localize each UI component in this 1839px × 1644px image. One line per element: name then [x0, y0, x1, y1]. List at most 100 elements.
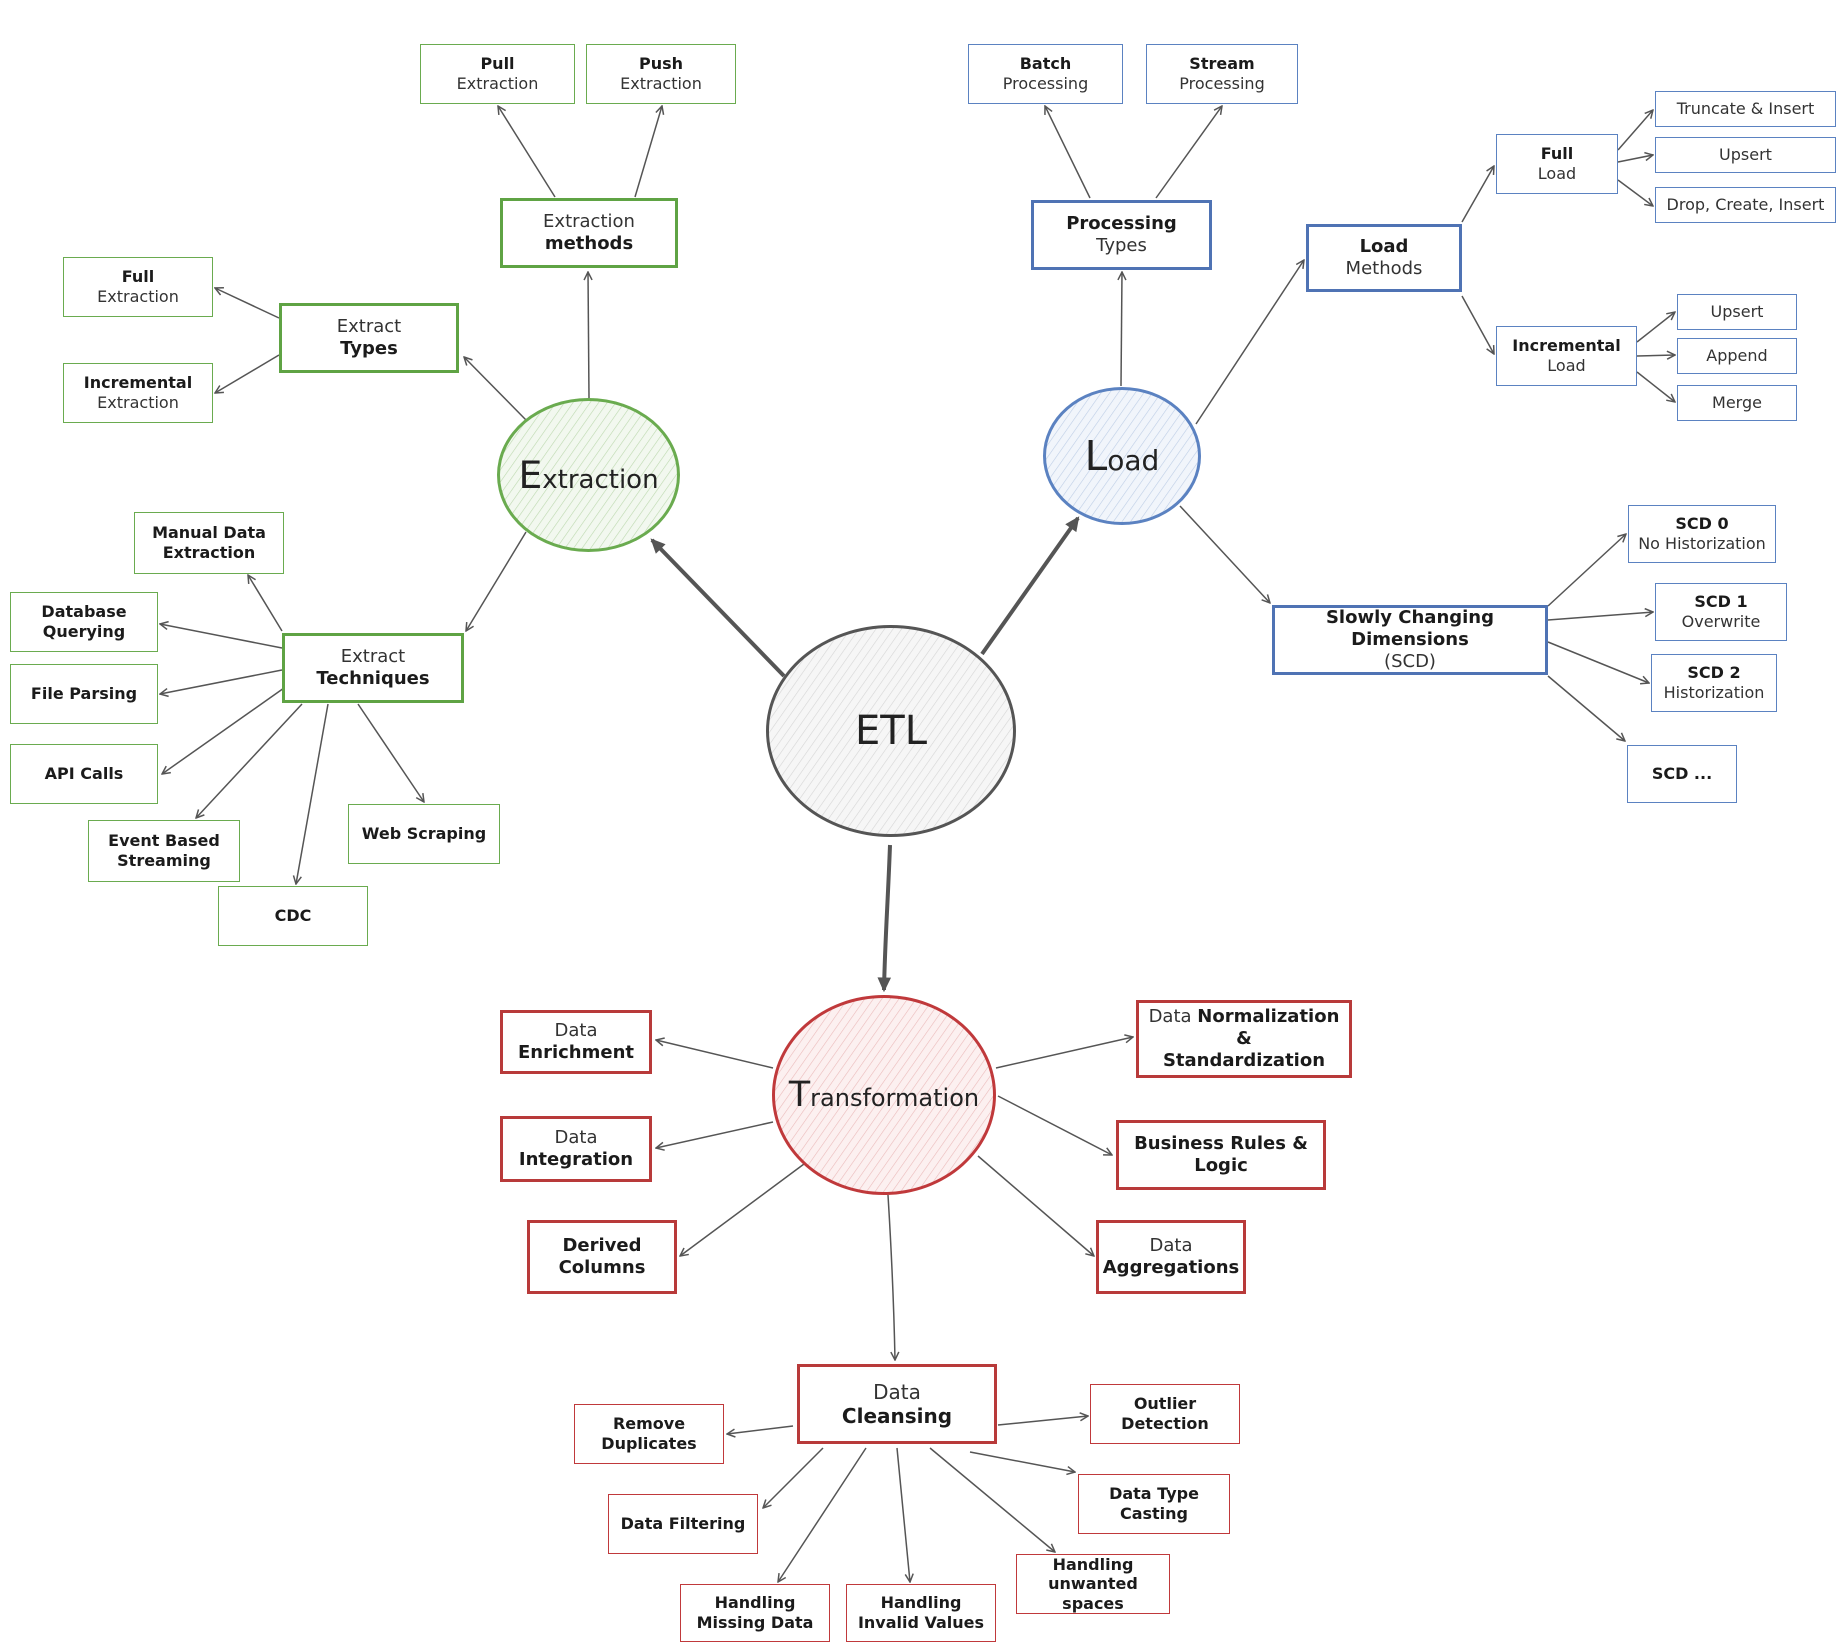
- edge-full-upsert: [1617, 155, 1653, 163]
- api-calls-node[interactable]: API Calls: [10, 744, 158, 804]
- handling-unwanted-spaces-node[interactable]: Handling unwanted spaces: [1016, 1554, 1170, 1614]
- scd0-node[interactable]: SCD 0 No Historization: [1628, 505, 1776, 563]
- edge-cleansing-outlier: [997, 1416, 1088, 1426]
- edge-inc-merge: [1636, 371, 1675, 402]
- edge-tech-file: [160, 669, 283, 694]
- manual-data-extraction-node[interactable]: Manual Data Extraction: [134, 512, 284, 574]
- etl-label: ETL: [855, 708, 927, 754]
- edge-processing-batch: [1045, 106, 1091, 199]
- file-parsing-node[interactable]: File Parsing: [10, 664, 158, 724]
- edge-trans-business: [997, 1095, 1112, 1155]
- append-node[interactable]: Append: [1677, 338, 1797, 374]
- edge-methods-push: [634, 106, 662, 198]
- edge-tech-event: [196, 703, 303, 818]
- data-cleansing-node[interactable]: Data Cleansing: [797, 1364, 997, 1444]
- extract-types-node[interactable]: Extract Types: [279, 303, 459, 373]
- merge-node[interactable]: Merge: [1677, 385, 1797, 421]
- scd2-node[interactable]: SCD 2 Historization: [1651, 654, 1777, 712]
- stream-processing-node[interactable]: Stream Processing: [1146, 44, 1298, 104]
- edge-extraction-types: [464, 357, 527, 421]
- edge-types-incremental: [215, 354, 280, 393]
- load-methods-node[interactable]: Load Methods: [1306, 224, 1462, 292]
- drop-create-insert-node[interactable]: Drop, Create, Insert: [1655, 187, 1836, 223]
- processing-types-node[interactable]: Processing Types: [1031, 200, 1212, 270]
- edge-extraction-techniques: [466, 531, 527, 631]
- data-enrichment-node[interactable]: Data Enrichment: [500, 1010, 652, 1074]
- data-aggregations-node[interactable]: Data Aggregations: [1096, 1220, 1246, 1294]
- derived-columns-node[interactable]: Derived Columns: [527, 1220, 677, 1294]
- edge-scd-2: [1547, 641, 1649, 683]
- push-extraction-node[interactable]: Push Extraction: [586, 44, 736, 104]
- incremental-extraction-node[interactable]: Incremental Extraction: [63, 363, 213, 423]
- scd-node[interactable]: Slowly Changing Dimensions (SCD): [1272, 605, 1548, 675]
- edge-cleansing-missing: [778, 1447, 867, 1582]
- edge-methods-pull: [498, 106, 556, 198]
- handling-missing-data-node[interactable]: Handling Missing Data: [680, 1584, 830, 1642]
- edge-scd-more: [1547, 675, 1625, 741]
- edge-tech-database: [160, 624, 283, 649]
- extract-techniques-node[interactable]: Extract Techniques: [282, 633, 464, 703]
- business-rules-node[interactable]: Business Rules & Logic: [1116, 1120, 1326, 1190]
- edge-trans-enrichment: [656, 1040, 774, 1069]
- edge-trans-derived: [680, 1163, 805, 1256]
- incremental-load-node[interactable]: Incremental Load: [1496, 326, 1637, 386]
- edge-trans-normalization: [995, 1037, 1133, 1069]
- data-integration-node[interactable]: Data Integration: [500, 1116, 652, 1182]
- pull-extraction-node[interactable]: Pull Extraction: [420, 44, 575, 104]
- edge-trans-cleansing: [887, 1194, 895, 1360]
- cdc-node[interactable]: CDC: [218, 886, 368, 946]
- edge-cleansing-duplicates: [727, 1425, 794, 1434]
- extraction-methods-node[interactable]: Extraction methods: [500, 198, 678, 268]
- edge-tech-web: [357, 703, 424, 802]
- edge-methods-incremental: [1461, 295, 1494, 354]
- batch-processing-node[interactable]: Batch Processing: [968, 44, 1123, 104]
- full-upsert-node[interactable]: Upsert: [1655, 137, 1836, 173]
- etl-node[interactable]: ETL: [766, 625, 1016, 837]
- edge-scd-0: [1547, 534, 1626, 607]
- edge-scd-1: [1547, 612, 1653, 621]
- edge-tech-manual: [248, 575, 283, 632]
- web-scraping-node[interactable]: Web Scraping: [348, 804, 500, 864]
- edge-cleansing-invalid: [896, 1447, 910, 1582]
- edge-tech-api: [162, 687, 285, 774]
- edge-full-drop: [1617, 179, 1653, 206]
- data-normalization-node[interactable]: Data Normalization & Standardization: [1136, 1000, 1352, 1078]
- data-filtering-node[interactable]: Data Filtering: [608, 1494, 758, 1554]
- edge-types-full: [215, 288, 280, 319]
- edge-inc-upsert: [1636, 312, 1675, 343]
- database-querying-node[interactable]: Database Querying: [10, 592, 158, 652]
- edge-trans-integration: [656, 1121, 774, 1148]
- scd1-node[interactable]: SCD 1 Overwrite: [1655, 583, 1787, 641]
- edge-trans-aggregations: [977, 1155, 1094, 1256]
- edge-load-methods: [1195, 260, 1304, 425]
- edge-etl-extraction: [650, 538, 786, 678]
- handling-invalid-values-node[interactable]: Handling Invalid Values: [846, 1584, 996, 1642]
- data-type-casting-node[interactable]: Data Type Casting: [1078, 1474, 1230, 1534]
- edge-load-scd: [1179, 505, 1270, 603]
- edge-inc-append: [1636, 355, 1675, 356]
- incremental-upsert-node[interactable]: Upsert: [1677, 294, 1797, 330]
- outlier-detection-node[interactable]: Outlier Detection: [1090, 1384, 1240, 1444]
- edge-cleansing-casting: [969, 1451, 1075, 1472]
- scd-more-node[interactable]: SCD ...: [1627, 745, 1737, 803]
- edge-extraction-methods: [588, 272, 589, 399]
- edge-methods-full: [1461, 166, 1494, 223]
- edge-full-truncate: [1617, 110, 1653, 151]
- full-extraction-node[interactable]: Full Extraction: [63, 257, 213, 317]
- edge-load-processing: [1121, 272, 1122, 387]
- full-load-node[interactable]: Full Load: [1496, 134, 1618, 194]
- edge-processing-stream: [1155, 106, 1222, 199]
- edge-cleansing-filtering: [763, 1447, 824, 1508]
- edge-tech-cdc: [296, 703, 329, 884]
- event-based-streaming-node[interactable]: Event Based Streaming: [88, 820, 240, 882]
- edge-etl-transformation: [877, 844, 892, 993]
- truncate-insert-node[interactable]: Truncate & Insert: [1655, 91, 1836, 127]
- remove-duplicates-node[interactable]: Remove Duplicates: [574, 1404, 724, 1464]
